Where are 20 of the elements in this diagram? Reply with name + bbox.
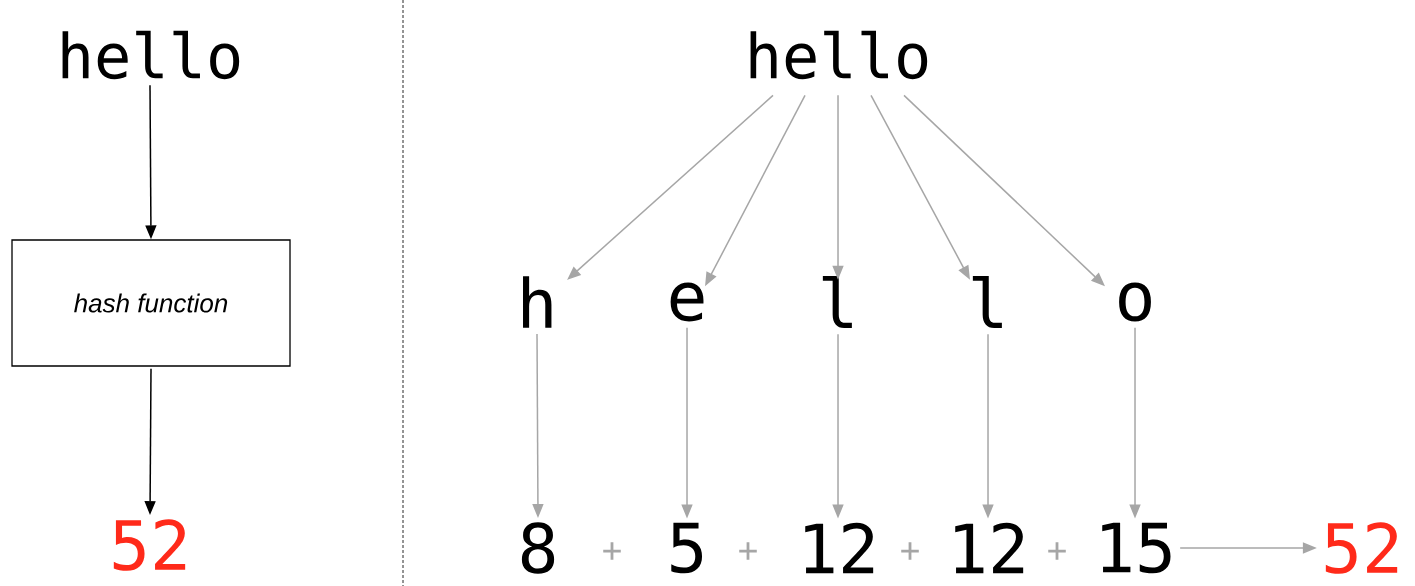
word: hello [750, 30, 928, 80]
plus-sign: + [739, 542, 757, 560]
arrow [567, 94, 774, 280]
letter: e [670, 282, 704, 322]
letter: h [523, 276, 552, 328]
number: 15 [1102, 522, 1171, 574]
process-box: hash function [11, 239, 291, 367]
letter: o [1119, 282, 1151, 322]
result-number: 52 [1325, 522, 1398, 574]
number: 12 [955, 522, 1024, 574]
number: 5 [671, 522, 703, 574]
plus-sign: + [603, 542, 621, 560]
result-number: 52 [113, 519, 186, 571]
word: hello [62, 30, 240, 80]
plus-sign: + [1048, 542, 1066, 560]
number: 8 [521, 522, 555, 574]
letter: l [972, 276, 1002, 328]
letter: l [822, 276, 852, 328]
number: 12 [805, 522, 874, 574]
plus-sign: + [901, 542, 919, 560]
